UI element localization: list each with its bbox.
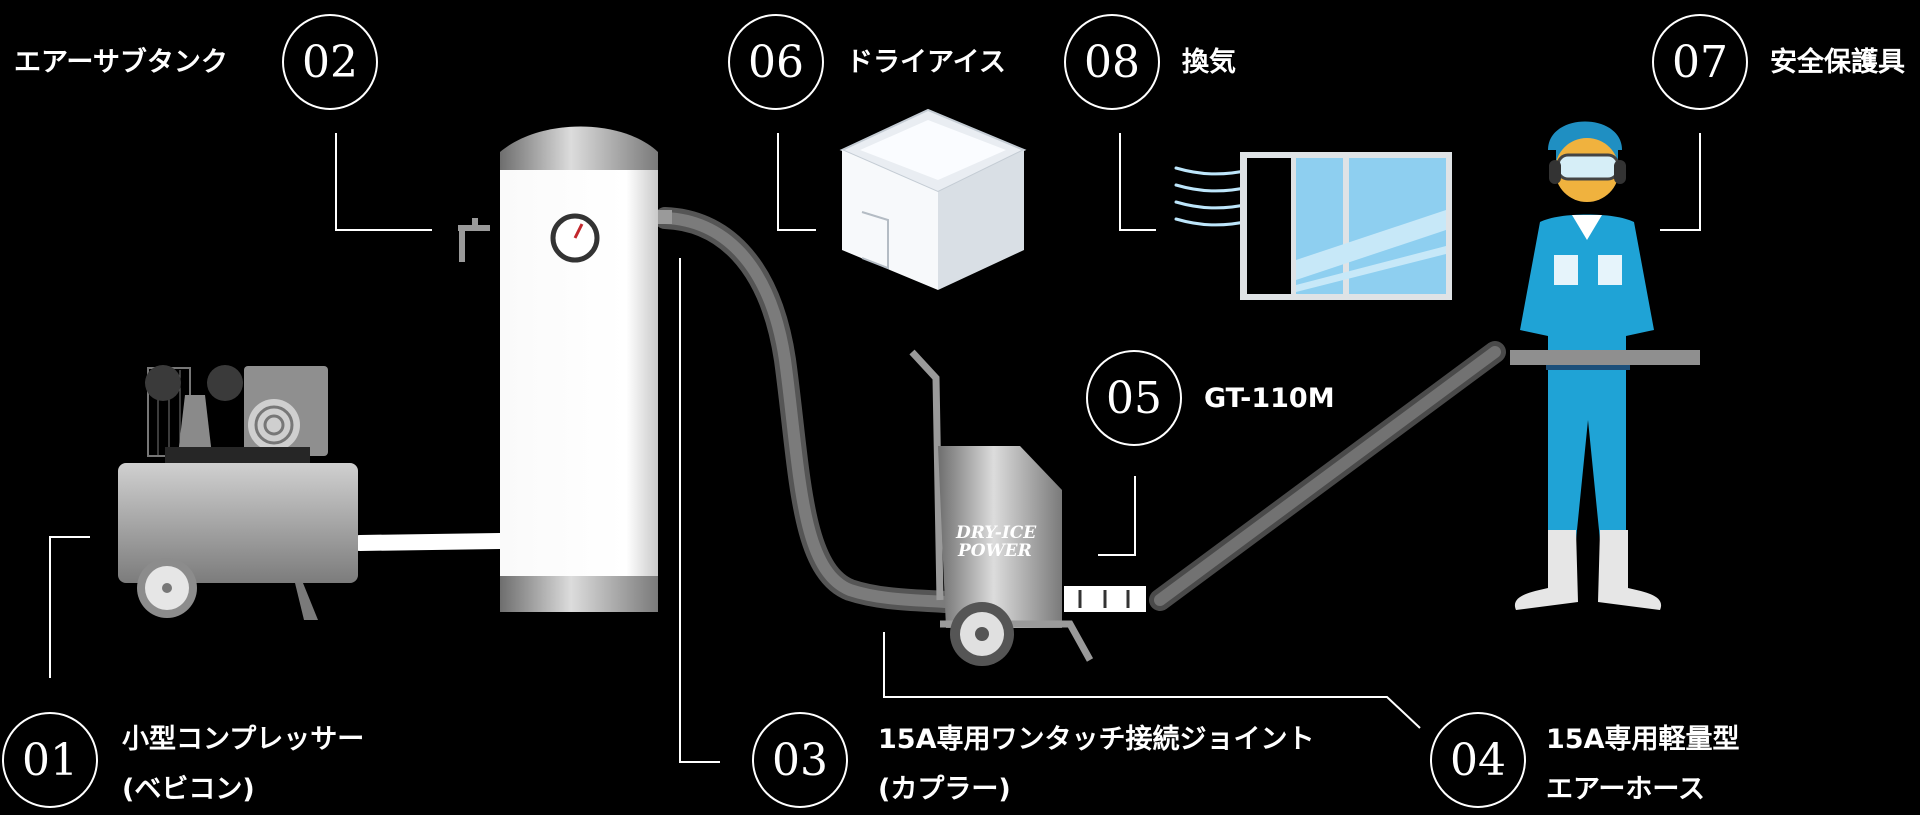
label-07: 安全保護具 <box>1770 38 1905 88</box>
connector-line-04 <box>883 632 1421 729</box>
machine-logo-line-2: POWER <box>957 541 1032 561</box>
label-06-line-1: ドライアイス <box>846 47 1006 78</box>
badge-08: 08 <box>1064 14 1160 110</box>
label-05: GT-110M <box>1204 374 1335 424</box>
label-03-line-1: 15A専用ワンタッチ接続ジョイント <box>878 724 1315 755</box>
label-03: 15A専用ワンタッチ接続ジョイント (カプラー) <box>878 715 1314 815</box>
worker-icon <box>1510 121 1700 610</box>
label-05-line-1: GT-110M <box>1204 383 1335 414</box>
label-02-line-1: エアーサブタンク <box>14 47 228 78</box>
connector-line-01 <box>49 536 90 678</box>
badge-01: 01 <box>2 712 98 808</box>
badge-06: 06 <box>728 14 824 110</box>
label-04-line-1: 15A専用軽量型 <box>1546 724 1740 755</box>
connector-line-05 <box>1098 476 1136 556</box>
label-07-line-1: 安全保護具 <box>1770 47 1905 78</box>
badge-04: 04 <box>1430 712 1526 808</box>
label-06: ドライアイス <box>846 38 1006 88</box>
label-01-line-1: 小型コンプレッサー <box>122 724 365 755</box>
blasting-machine-icon: DRY-ICE POWER <box>909 349 1146 666</box>
air-hose-icon <box>352 207 1506 613</box>
badge-05: 05 <box>1086 350 1182 446</box>
compressor-icon <box>118 365 358 620</box>
connector-line-07 <box>1660 133 1701 231</box>
label-04: 15A専用軽量型 エアーホース <box>1546 715 1739 815</box>
ventilation-window-icon <box>1174 152 1452 300</box>
connector-lines <box>49 133 1701 763</box>
label-02: エアーサブタンク <box>14 38 228 88</box>
label-08: 換気 <box>1182 38 1236 88</box>
label-03-line-2: (カプラー) <box>878 774 1011 805</box>
badge-07: 07 <box>1652 14 1748 110</box>
connector-line-02 <box>335 133 432 231</box>
badge-02: 02 <box>282 14 378 110</box>
connector-line-06 <box>777 133 816 231</box>
air-tank-icon <box>458 126 672 612</box>
connector-line-08 <box>1119 133 1156 231</box>
badge-03: 03 <box>752 712 848 808</box>
label-01-line-2: (ベビコン) <box>122 774 255 805</box>
dry-ice-box-icon <box>839 108 1027 290</box>
machine-logo-line-1: DRY-ICE <box>955 523 1037 543</box>
label-08-line-1: 換気 <box>1182 47 1236 78</box>
label-04-line-2: エアーホース <box>1546 774 1706 805</box>
connector-line-03 <box>679 258 720 763</box>
label-01: 小型コンプレッサー (ベビコン) <box>122 715 364 815</box>
